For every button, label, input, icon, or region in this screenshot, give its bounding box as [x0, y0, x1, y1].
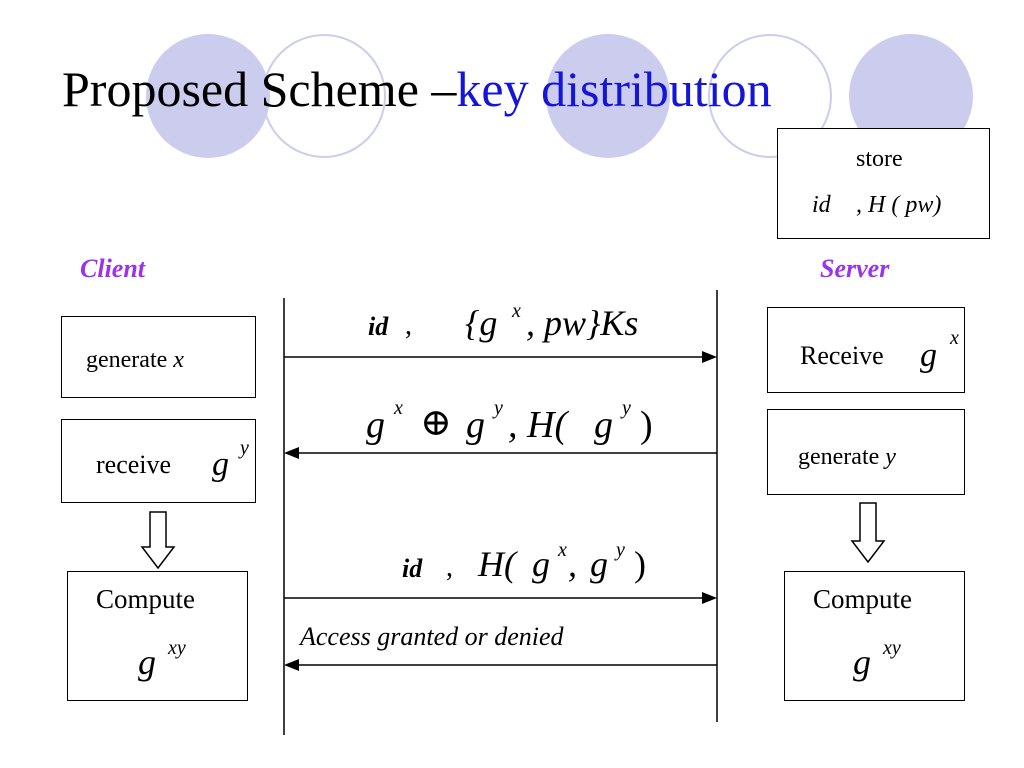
client-compute-box: Compute g xy [67, 571, 248, 701]
hollow-down-arrow-icon [140, 511, 176, 570]
arrowhead-icon [702, 351, 717, 363]
arrowhead-icon [284, 447, 299, 459]
arrowhead-icon [284, 659, 299, 671]
server-receive-exp: x [950, 327, 959, 349]
message-3-close: ) [634, 544, 646, 584]
message-2-e2: y [494, 397, 503, 419]
server-receive-box: Receive g x [767, 307, 965, 393]
message-1-tail: , pw}Ks [526, 303, 639, 343]
message-3-sep: , [568, 544, 577, 584]
message-1-body: {g [465, 303, 498, 343]
message-3-comma: , [446, 552, 453, 583]
message-4-label: Access granted or denied [300, 622, 564, 651]
client-receive-base: g [212, 446, 229, 483]
title-main: Proposed Scheme – [62, 61, 457, 117]
message-3-h: H( [478, 544, 516, 584]
server-receive-base: g [920, 337, 937, 374]
message-2-g2: g [466, 404, 485, 446]
message-2-tail: , H( [508, 404, 568, 446]
store-hash: , H ( pw) [856, 192, 942, 218]
title-accent: key distribution [456, 61, 772, 117]
server-compute-base: g [853, 642, 871, 682]
client-generate-var: x [173, 347, 184, 373]
client-generate-box: generate x [61, 316, 256, 398]
client-receive-box: receive g y [61, 419, 256, 503]
decorative-circle [708, 34, 832, 158]
decorative-circle [546, 34, 670, 158]
client-generate-label: generate [86, 347, 174, 373]
message-2-e1: x [394, 397, 403, 419]
server-generate-label: generate [798, 444, 886, 470]
client-receive-exp: y [240, 437, 249, 459]
client-generate-text: generate x [86, 348, 184, 372]
hollow-down-arrow-icon [850, 502, 886, 564]
message-1-comma: , [405, 310, 412, 341]
message-3-e1: x [558, 539, 567, 561]
message-2-g3: g [594, 404, 613, 446]
server-compute-exp: xy [883, 637, 901, 659]
message-3-g1: g [532, 544, 550, 584]
message-2-op: ⊕ [420, 402, 452, 444]
page-title: Proposed Scheme –key distribution [62, 64, 772, 114]
arrowhead-icon [702, 592, 717, 604]
client-compute-exp: xy [168, 637, 186, 659]
server-generate-var: y [885, 444, 896, 470]
client-receive-label: receive [96, 450, 172, 479]
message-3-g2: g [590, 544, 608, 584]
server-receive-label: Receive [800, 341, 884, 370]
store-box: store id , H ( pw) [777, 128, 990, 239]
server-generate-text: generate y [798, 445, 896, 469]
client-compute-base: g [138, 642, 156, 682]
message-2-e3: y [622, 397, 631, 419]
server-label: Server [820, 254, 890, 283]
message-2-g1: g [366, 404, 385, 446]
server-compute-box: Compute g xy [784, 571, 965, 701]
store-label: store [856, 146, 903, 172]
server-generate-box: generate y [767, 409, 965, 495]
client-label: Client [80, 254, 146, 283]
client-compute-label: Compute [96, 584, 195, 614]
decorative-circle [146, 34, 270, 158]
store-id: id [812, 192, 831, 218]
message-1-id: id [368, 312, 389, 341]
message-2-close: ) [640, 404, 653, 446]
decorative-circle [262, 34, 386, 158]
server-compute-label: Compute [813, 584, 912, 614]
message-3-id: id [402, 554, 423, 583]
message-3-e2: y [616, 539, 625, 561]
message-1-exp: x [512, 300, 521, 322]
